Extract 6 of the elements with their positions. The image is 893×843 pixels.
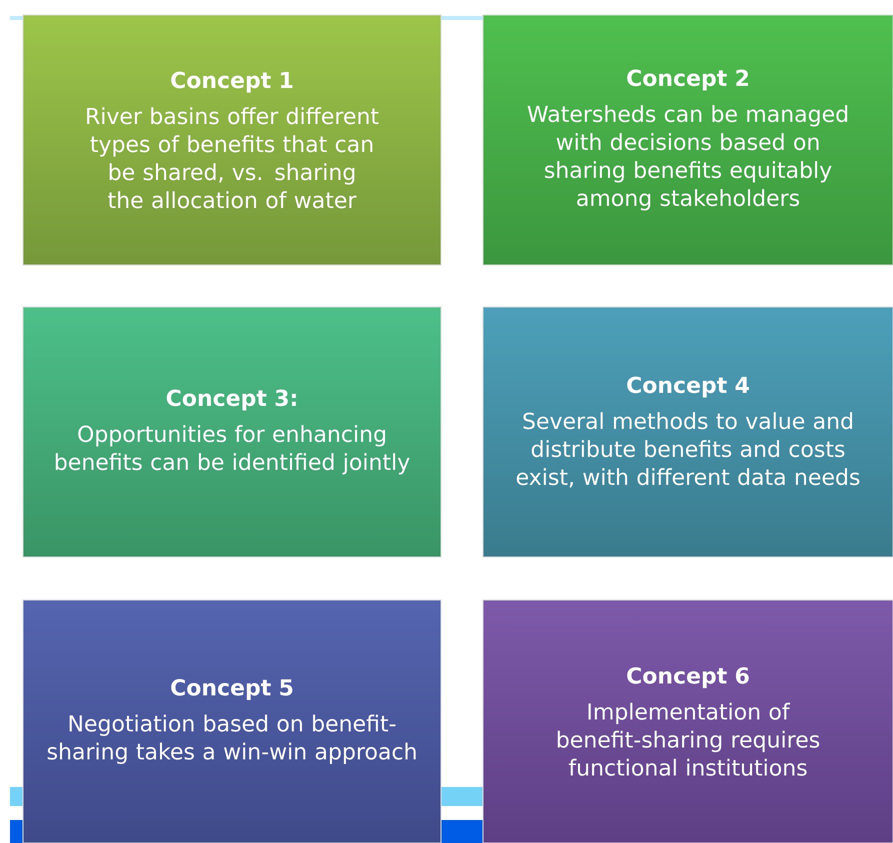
concept-box: Concept 4 Several methods to value and distribute benefits and costs exist, with different data needs xyxy=(482,306,893,558)
concept-box: Concept 6 Implementation of benefit-sharing requires functional institutions xyxy=(482,600,893,843)
concept-box: Concept 5 Negotiation based on benefit-sharing takes a win-win approach xyxy=(22,600,442,843)
concept-box: Concept 2 Watersheds can be managed with decisions based on sharing benefits equitably among stakeholders xyxy=(482,14,893,266)
concept-box: Concept 3: Opportunities for enhancing benefits can be identified jointly xyxy=(22,306,442,558)
concept-box: Concept 1 River basins offer different types of benefits that can be shared, vs. sharing the allocation of water xyxy=(22,14,442,266)
